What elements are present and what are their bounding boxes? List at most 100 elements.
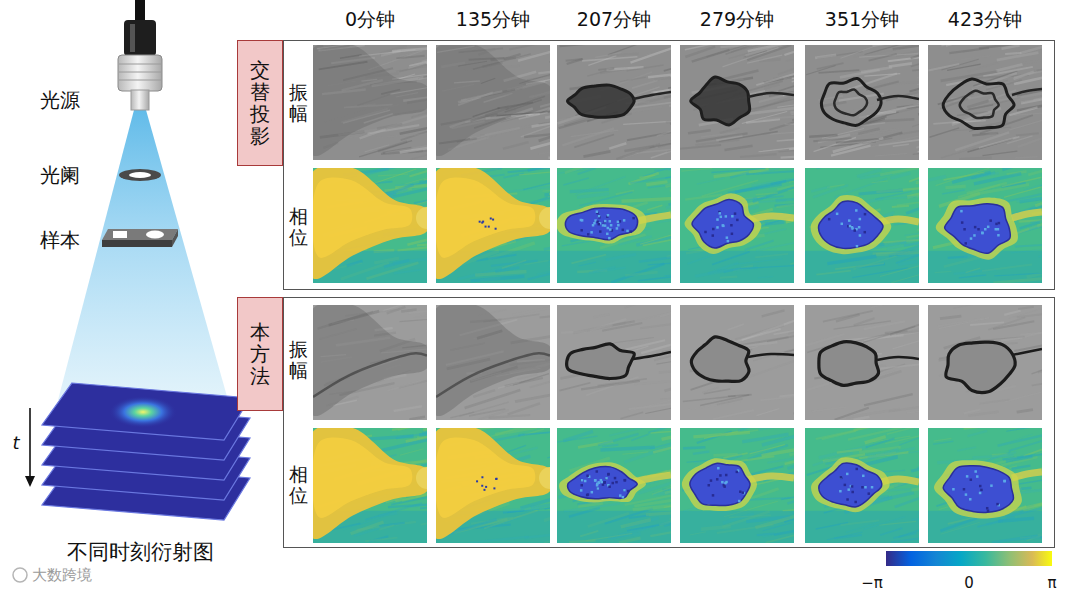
amplitude-image (557, 305, 671, 420)
texture-streak (664, 65, 671, 71)
phase-speckle (604, 221, 607, 224)
texture-streak (711, 169, 765, 173)
texture-streak (583, 151, 610, 156)
image-grid (303, 33, 1080, 543)
label-holder: 样本 (40, 227, 80, 254)
texture-streak (1020, 331, 1042, 334)
texture-streak (784, 46, 794, 56)
texture-streak (760, 116, 794, 119)
texture-streak (378, 174, 408, 176)
phase-speckle (594, 479, 597, 482)
texture-streak (955, 132, 1009, 150)
phase-speckle (580, 489, 583, 492)
texture-streak (753, 187, 794, 202)
light-cone (58, 110, 228, 400)
texture-streak (1035, 200, 1042, 206)
texture-streak (980, 400, 1009, 404)
phase-image (557, 168, 671, 283)
phase-speckle (598, 481, 601, 484)
texture-streak (759, 146, 794, 151)
texture-streak (598, 379, 647, 386)
phase-blob (692, 199, 753, 248)
texture-streak (377, 124, 402, 129)
phase-speckle (997, 228, 1000, 231)
phase-speckle (493, 487, 495, 489)
phase-speckle (719, 474, 722, 477)
phase-speckle (581, 219, 584, 222)
cell-blob (567, 85, 634, 117)
texture-streak (1038, 360, 1042, 372)
texture-streak (422, 428, 427, 433)
texture-streak (933, 441, 953, 444)
phase-speckle (1004, 480, 1007, 483)
texture-streak (401, 310, 416, 312)
low-phase-band (680, 251, 794, 283)
texture-streak (1016, 133, 1039, 135)
texture-streak (400, 126, 427, 134)
texture-streak (738, 428, 762, 431)
phase-speckle (591, 491, 594, 494)
phase-speckle (481, 485, 483, 487)
phase-speckle (593, 222, 596, 225)
texture-streak (728, 395, 752, 397)
amplitude-image (928, 305, 1042, 420)
phase-speckle (864, 231, 867, 234)
texture-streak (928, 176, 946, 180)
texture-streak (946, 45, 990, 46)
phase-speckle (851, 485, 854, 488)
phase-speckle (580, 229, 583, 232)
time-header: 207分钟 (577, 7, 651, 33)
phase-speckle (602, 224, 605, 227)
phase-speckle (736, 219, 739, 222)
texture-streak (749, 107, 794, 114)
method-name: 本方法 (250, 321, 270, 387)
phase-speckle (856, 245, 859, 248)
phase-halo (936, 198, 1018, 260)
texture-streak (680, 145, 721, 149)
phase-speckle (712, 234, 715, 237)
texture-streak (942, 190, 965, 194)
row-slot: 相位 (284, 423, 313, 548)
texture-streak (779, 390, 794, 397)
texture-streak (917, 75, 919, 77)
texture-streak (880, 168, 919, 175)
texture-streak (792, 110, 794, 120)
phase-speckle (828, 218, 831, 221)
texture-streak (917, 226, 919, 230)
phase-speckle (602, 483, 605, 486)
texture-streak (670, 84, 671, 89)
phase-speckle (605, 477, 608, 480)
amplitude-image (928, 45, 1042, 160)
phase-speckle (965, 493, 968, 496)
texture-streak (929, 128, 959, 137)
phase-speckle (974, 226, 977, 229)
texture-streak (547, 445, 550, 458)
phase-image (436, 428, 550, 543)
texture-streak (531, 502, 550, 507)
part-label: 样本 (40, 227, 80, 254)
phase-speckle (841, 223, 844, 226)
phase-speckle (998, 222, 1001, 225)
phase-speckle (610, 224, 613, 227)
texture-streak (807, 383, 830, 390)
phase-speckle (607, 473, 610, 476)
phase-speckle (584, 480, 587, 483)
phase-speckle (719, 212, 722, 215)
phase-speckle (607, 473, 610, 476)
texture-streak (767, 458, 794, 463)
texture-streak (647, 205, 662, 210)
cell-tail (748, 93, 794, 97)
texture-streak (664, 379, 671, 391)
phase-speckle (616, 227, 619, 230)
sample-edge (102, 240, 172, 247)
texture-streak (377, 134, 424, 137)
texture-streak (864, 394, 913, 405)
texture-streak (557, 436, 597, 442)
texture-streak (889, 63, 912, 66)
texture-streak (997, 53, 1039, 60)
high-phase-region (436, 168, 550, 279)
cell-tail (633, 352, 671, 359)
texture-streak (559, 119, 591, 128)
texture-streak (598, 68, 614, 70)
